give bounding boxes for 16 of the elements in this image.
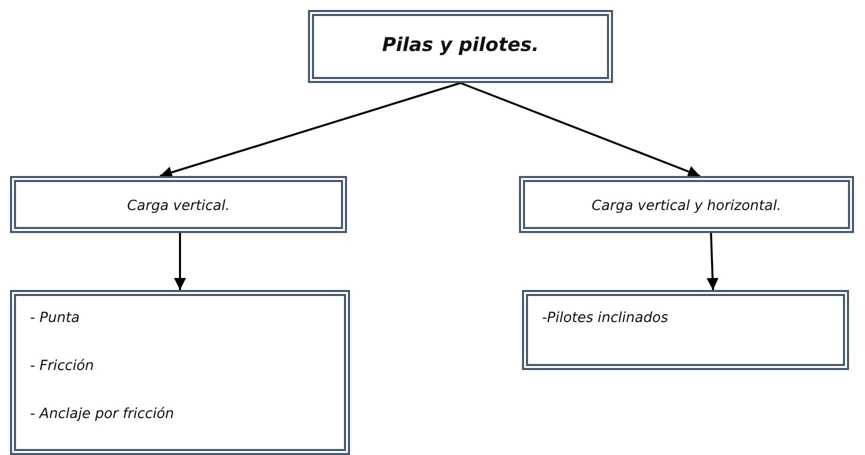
- arrow: [160, 82, 461, 178]
- item-text: Carga vertical y horizontal.: [590, 198, 782, 214]
- text-box: [519, 176, 854, 233]
- item-text: - Anclaje por fricción: [30, 406, 174, 422]
- arrow: [174, 233, 186, 290]
- item-text: Carga vertical.: [126, 198, 231, 214]
- item-text: -Pilotes inclinados: [542, 310, 668, 326]
- item-text: - Fricción: [30, 358, 94, 374]
- arrow: [460, 82, 700, 178]
- text-box: [10, 176, 347, 233]
- title-box: [308, 10, 613, 83]
- arrow: [706, 232, 719, 290]
- text-box: [10, 290, 350, 455]
- title-text: Pilas y pilotes.: [381, 34, 540, 56]
- item-text: - Punta: [30, 310, 80, 326]
- text-box: [522, 290, 849, 370]
